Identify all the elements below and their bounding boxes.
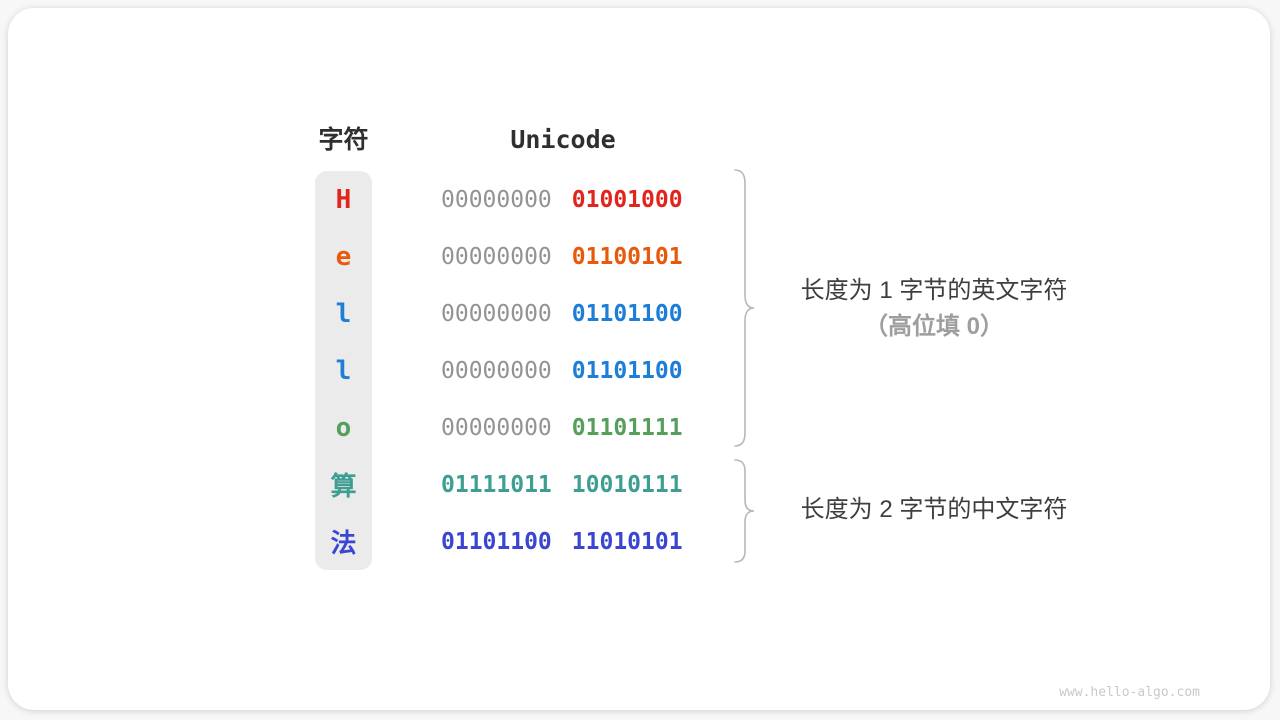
table-row: 法 01101100 11010101 [315, 513, 683, 570]
annotation-english: 长度为 1 字节的英文字符 （高位填 0） [764, 273, 1104, 345]
table-row: e 00000000 01100101 [315, 228, 683, 285]
table-row: 算 01111011 10010111 [315, 456, 683, 513]
annotation-line2: （高位填 0） [863, 313, 1004, 340]
char-cell: l [335, 298, 352, 329]
annotation-line1: 长度为 2 字节的中文字符 [800, 496, 1068, 523]
encoding-table: H 00000000 01001000 e 00000000 01100101 … [315, 171, 683, 570]
table-row: o 00000000 01101111 [315, 399, 683, 456]
brace-chinese-group [734, 459, 756, 563]
char-cell: l [335, 355, 352, 386]
unicode-bytes: 00000000 01101100 [441, 358, 683, 384]
annotation-chinese: 长度为 2 字节的中文字符 [764, 492, 1104, 528]
unicode-bytes: 00000000 01101100 [441, 301, 683, 327]
unicode-bytes: 00000000 01100101 [441, 244, 683, 270]
byte-high: 01101100 [441, 528, 552, 555]
byte-low: 01101100 [571, 300, 683, 327]
char-cell: 法 [330, 529, 357, 559]
byte-high: 01111011 [441, 471, 552, 498]
byte-high: 00000000 [441, 414, 552, 441]
header-char-column: 字符 [318, 126, 369, 154]
curly-brace-icon [734, 169, 755, 447]
unicode-bytes: 01111011 10010111 [441, 472, 683, 498]
byte-high: 00000000 [441, 186, 552, 213]
annotation-line1: 长度为 1 字节的英文字符 [800, 277, 1068, 304]
byte-low: 01101111 [571, 414, 683, 441]
header-unicode-column: Unicode [510, 125, 616, 154]
byte-high: 00000000 [441, 357, 552, 384]
char-cell: o [335, 412, 352, 443]
watermark-url: www.hello-algo.com [1059, 685, 1200, 700]
byte-low: 01100101 [571, 243, 683, 270]
table-row: l 00000000 01101100 [315, 342, 683, 399]
table-row: l 00000000 01101100 [315, 285, 683, 342]
diagram-card: 字符 Unicode H 00000000 01001000 e 0000000… [8, 8, 1270, 710]
char-cell: 算 [330, 472, 357, 502]
byte-low: 01001000 [571, 186, 683, 213]
curly-brace-icon [734, 459, 755, 563]
byte-high: 00000000 [441, 243, 552, 270]
char-cell: e [335, 241, 352, 272]
byte-low: 10010111 [571, 471, 683, 498]
brace-english-group [734, 169, 756, 447]
unicode-bytes: 00000000 01101111 [441, 415, 683, 441]
unicode-bytes: 00000000 01001000 [441, 187, 683, 213]
byte-low: 11010101 [571, 528, 683, 555]
char-cell: H [335, 184, 352, 215]
byte-low: 01101100 [571, 357, 683, 384]
unicode-bytes: 01101100 11010101 [441, 529, 683, 555]
byte-high: 00000000 [441, 300, 552, 327]
char-column-background [315, 171, 372, 570]
table-row: H 00000000 01001000 [315, 171, 683, 228]
